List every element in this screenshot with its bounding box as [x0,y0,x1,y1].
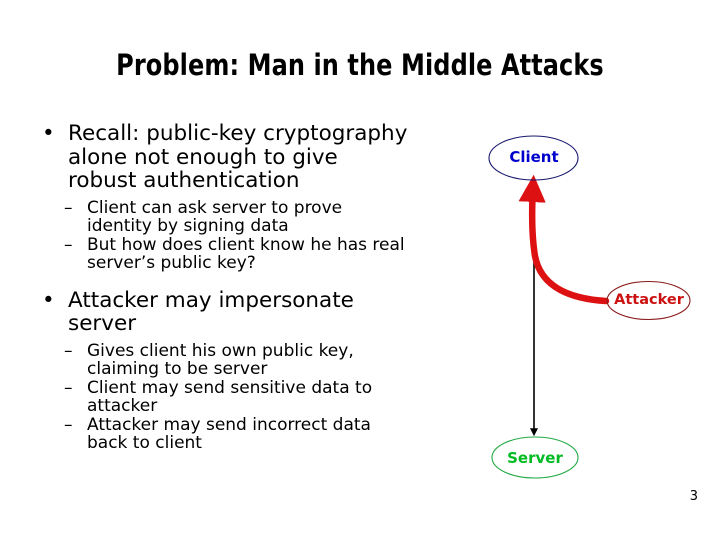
sub-bullet-group-1: – Client can ask server to prove identit… [28,197,408,273]
edge-attacker-to-client [518,174,610,305]
dash-marker-icon: – [64,414,73,435]
bullet-item-1: • Recall: public-key cryptography alone … [28,122,408,193]
dash-marker-icon: – [64,197,73,218]
slide-body: • Recall: public-key cryptography alone … [28,122,408,455]
bullet-marker-icon: • [42,287,55,313]
sub-bullet-text-2-2: Client may send sensitive data to attack… [87,377,373,416]
node-attacker-label: Attacker [614,292,684,308]
sub-bullet-item-1-2: – But how does client know he has real s… [28,234,408,273]
bullet-text-1: Recall: public-key cryptography alone no… [68,121,408,193]
page-number: 3 [689,489,698,504]
node-server-label: Server [507,449,563,467]
node-client-label: Client [509,148,559,166]
sub-bullet-text-2-1: Gives client his own public key, claimin… [87,340,354,379]
sub-bullet-item-2-1: – Gives client his own public key, claim… [28,340,408,379]
sub-bullet-item-1-1: – Client can ask server to prove identit… [28,197,408,236]
spacer [28,275,408,289]
sub-bullet-item-2-3: – Attacker may send incorrect data back … [28,414,408,453]
bullet-item-2: • Attacker may impersonate server [28,287,408,336]
dash-marker-icon: – [64,234,73,255]
sub-bullet-text-1-2: But how does client know he has real ser… [87,234,405,273]
dash-marker-icon: – [64,377,73,398]
dash-marker-icon: – [64,340,73,361]
sub-bullet-group-2: – Gives client his own public key, claim… [28,340,408,453]
sub-bullet-item-2-2: – Client may send sensitive data to atta… [28,377,408,416]
page-title: Problem: Man in the Middle Attacks [116,48,604,82]
sub-bullet-text-1-1: Client can ask server to prove identity … [87,197,343,236]
sub-bullet-text-2-3: Attacker may send incorrect data back to… [87,414,371,453]
bullet-marker-icon: • [42,121,55,146]
bullet-text-2: Attacker may impersonate server [68,287,354,336]
